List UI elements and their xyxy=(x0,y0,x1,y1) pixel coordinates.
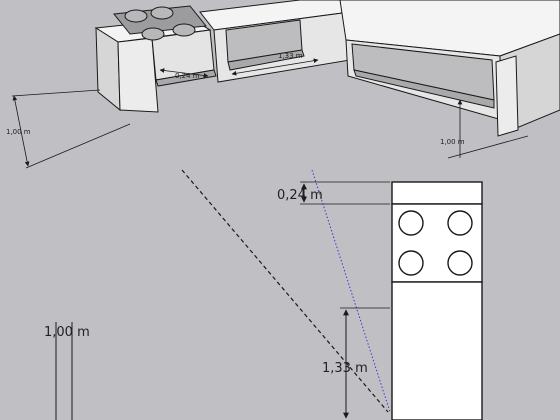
plan-dim-length: 1,33 m xyxy=(322,307,390,419)
perspective-cooktop xyxy=(113,5,207,41)
perspective-burner xyxy=(124,9,148,23)
plan-dim-height-label: 1,00 m xyxy=(44,325,90,340)
plan-cooktop-cabinet xyxy=(391,181,483,283)
plan-burner xyxy=(398,250,424,276)
plan-burner xyxy=(398,210,424,236)
perspective-dim-width-middle-label: 1,33 m xyxy=(278,52,303,60)
perspective-right-cabinet xyxy=(339,0,560,137)
perspective-dim-gap: 0,24 m xyxy=(159,68,209,80)
projection-dotted-guide xyxy=(311,169,391,413)
perspective-dim-height-right-label: 1,00 m xyxy=(440,138,465,146)
perspective-kitchen-model: 1,00 m 0,24 m 1,33 m 1,00 m xyxy=(6,0,560,169)
perspective-dim-height-left: 1,00 m xyxy=(6,89,131,169)
plan-burner xyxy=(447,210,473,236)
plan-burner xyxy=(447,250,473,276)
perspective-burner xyxy=(150,6,174,20)
perspective-dim-height-left-label: 1,00 m xyxy=(6,128,31,136)
perspective-dim-height-right: 1,00 m xyxy=(440,99,529,159)
plan-counter-cabinet xyxy=(391,281,483,420)
plan-dim-length-label: 1,33 m xyxy=(322,361,368,376)
perspective-middle-cabinet xyxy=(199,0,351,83)
plan-dim-height: 1,00 m xyxy=(44,322,90,420)
plan-dim-gap-label: 0,24 m xyxy=(277,188,323,203)
plan-dim-gap: 0,24 m xyxy=(277,181,390,205)
perspective-dim-gap-label: 0,24 m xyxy=(175,72,200,80)
perspective-burner xyxy=(172,23,196,37)
perspective-burner xyxy=(141,27,165,41)
perspective-dim-width-middle: 1,33 m xyxy=(231,52,319,76)
projection-dashed-line xyxy=(181,169,389,413)
